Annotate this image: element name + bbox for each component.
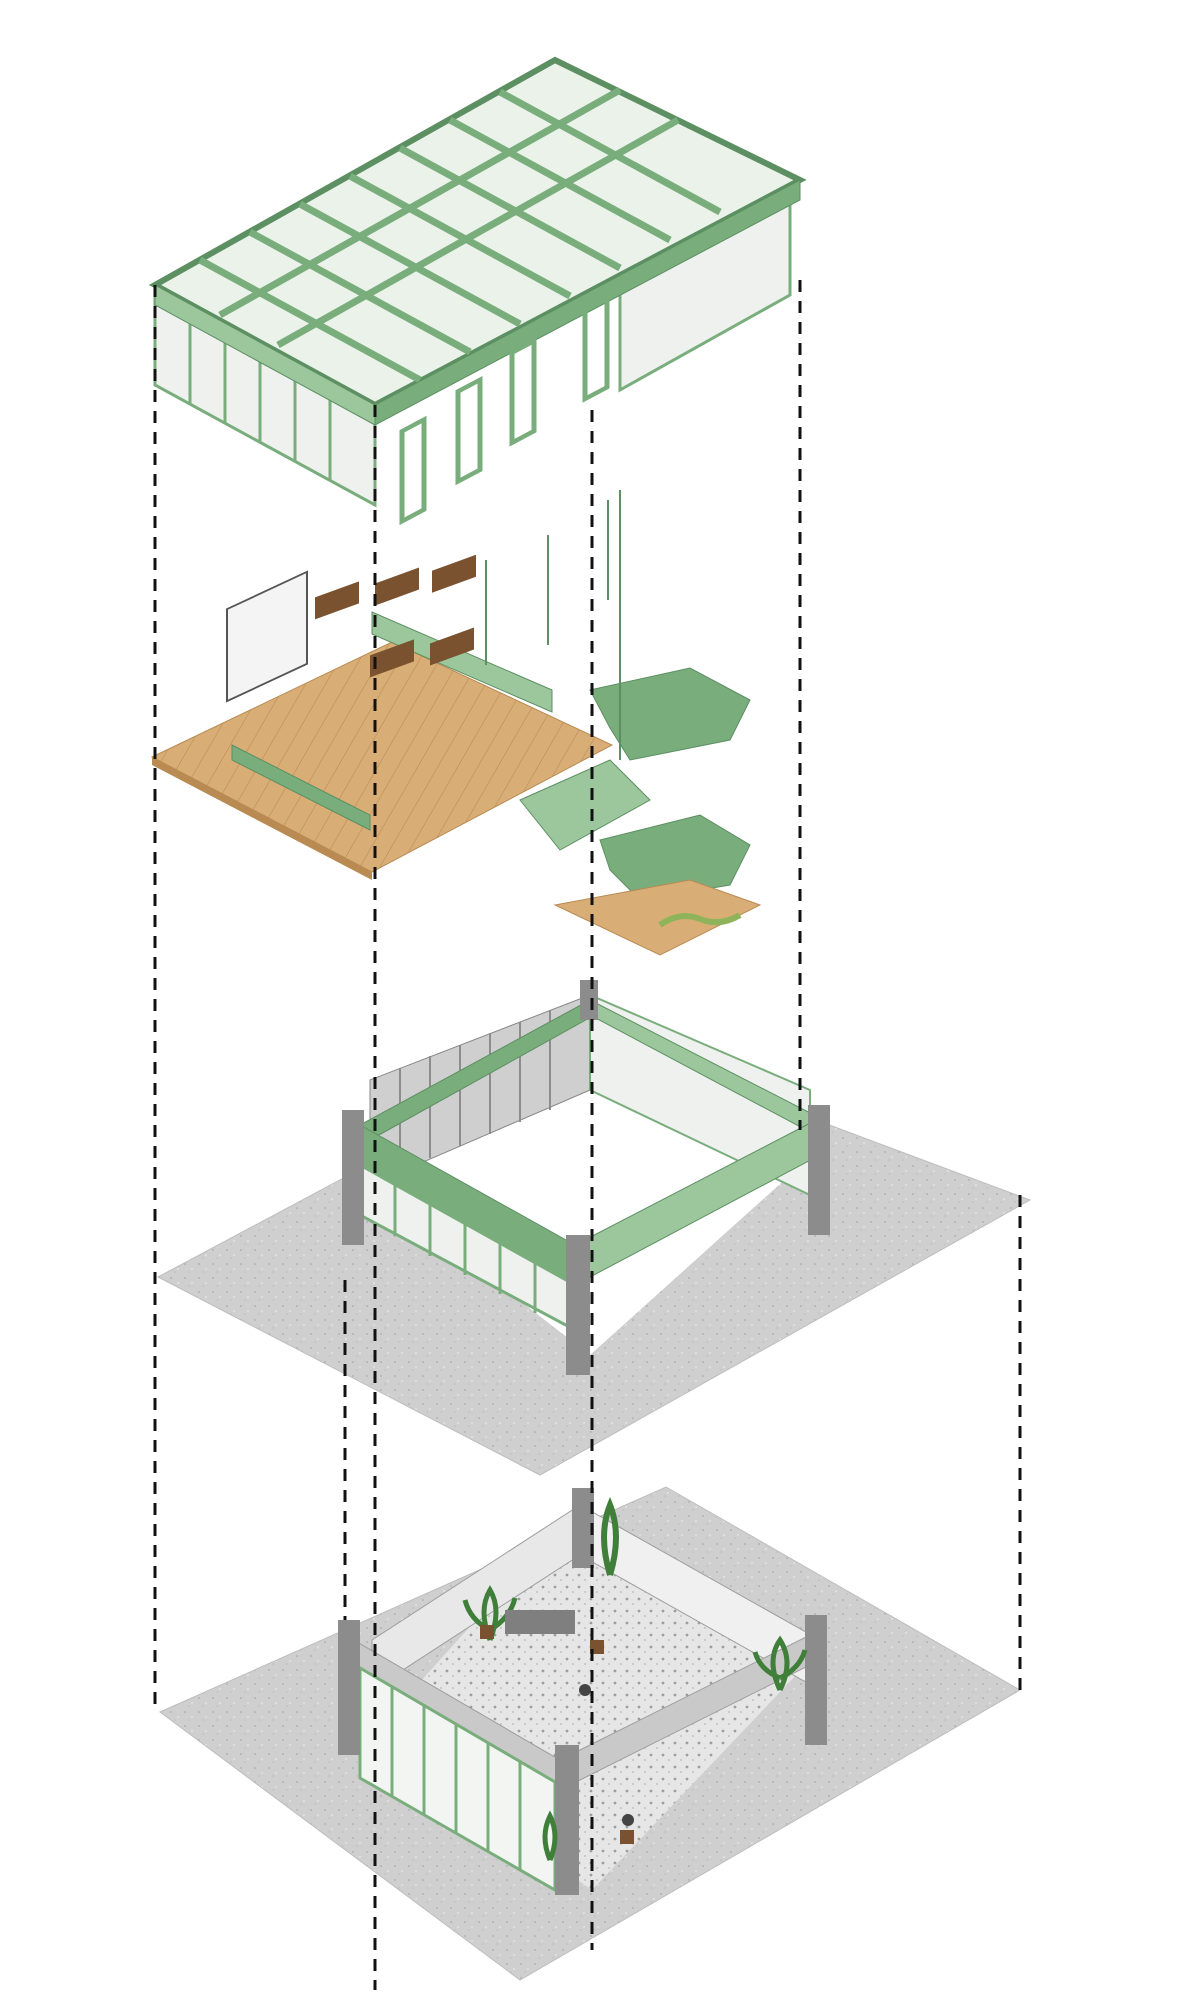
ground-pillar-left [338,1620,360,1755]
ground-stool [622,1814,634,1826]
stair-flight [519,759,651,851]
stair-landing-lower [599,814,751,901]
table [432,554,476,593]
window-frame [582,293,610,403]
ground-pillar-back [572,1488,594,1568]
ground-chair [480,1625,494,1639]
upper-enclosure-layer [156,980,1032,1476]
mezzanine-railing [371,611,553,713]
plant-icon [601,1496,619,1576]
table [315,581,359,620]
ground-pillar-front [555,1745,579,1895]
upper-pillar-front [566,1235,590,1375]
roof-hanging-frames [399,293,610,526]
mezzanine-stair [519,667,762,956]
projector-screen [226,570,308,703]
mezzanine-layer [150,490,762,956]
plant-icon [542,1810,558,1861]
plant-icon [752,1635,808,1692]
window-frame [509,337,537,447]
table [370,639,414,678]
ground-floor-layer [159,1486,1022,1981]
window-frame [455,375,483,486]
roof-rafters [198,86,722,384]
ground-pillar-right [805,1615,827,1745]
mezzanine-tables [315,554,476,678]
table [430,627,474,666]
ground-furniture [480,1610,634,1844]
mezzanine-deck-edge [152,757,372,880]
plant-icon [658,912,742,928]
roof-layer [148,56,807,526]
ground-chair [620,1830,634,1844]
mezzanine-planter-bench [231,744,371,831]
ground-mullions [390,1687,522,1871]
alignment-guides [153,280,1022,1990]
ground-planters [462,1496,808,1861]
ground-sofa [505,1610,575,1634]
upper-pillar-left [342,1110,364,1245]
mezzanine-deck [150,641,614,873]
stair-base-planter [553,879,762,956]
window-frame [399,415,427,526]
upper-pillar-back [580,980,598,1020]
upper-mullions [393,1184,537,1313]
ground-stool [579,1684,591,1696]
upper-pillar-right [808,1105,830,1235]
stair-landing-upper [589,667,751,761]
upper-courtyard-void [370,1070,790,1355]
roof-left-eave [154,284,376,426]
table [375,567,419,606]
suspension-rods [485,490,621,760]
